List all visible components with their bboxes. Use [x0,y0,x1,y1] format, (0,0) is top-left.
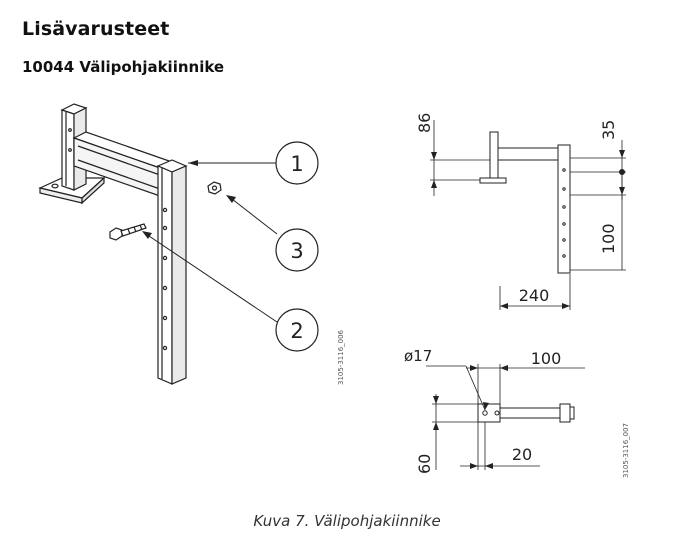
top-view-arrows [433,365,508,469]
callout-circle-3 [275,228,319,272]
side-view-drawing [430,120,626,310]
dim-86: 86 [415,113,434,133]
section-title: Lisävarusteet [22,18,170,40]
dim-100-vertical: 100 [599,223,618,254]
nut [207,181,222,195]
top-view-drawing [426,364,585,470]
dim-240: 240 [519,286,550,305]
dim-20: 20 [512,445,532,464]
dim-35: 35 [599,120,618,140]
drawing-code-left: 3105-3116_006 [337,329,345,385]
bolt [109,223,147,241]
callout-3-label: 3 [290,239,303,263]
callout-1-label: 1 [290,152,303,176]
assembly-drawing [38,103,319,385]
callout-circle-1 [275,141,319,185]
short-post [60,103,88,191]
dim-60: 60 [415,454,434,474]
drawing-code-right: 3105-3116_007 [622,423,630,478]
callout-circle-2 [275,308,319,352]
tall-post [156,159,188,385]
dim-diameter: ø17 [404,347,432,365]
side-view-arrows [431,150,625,309]
figure-caption: Kuva 7. Välipohjakiinnike [253,512,441,530]
dim-100-horizontal: 100 [531,349,562,368]
callout-2-label: 2 [290,319,303,343]
product-title: 10044 Välipohjakiinnike [22,58,225,76]
